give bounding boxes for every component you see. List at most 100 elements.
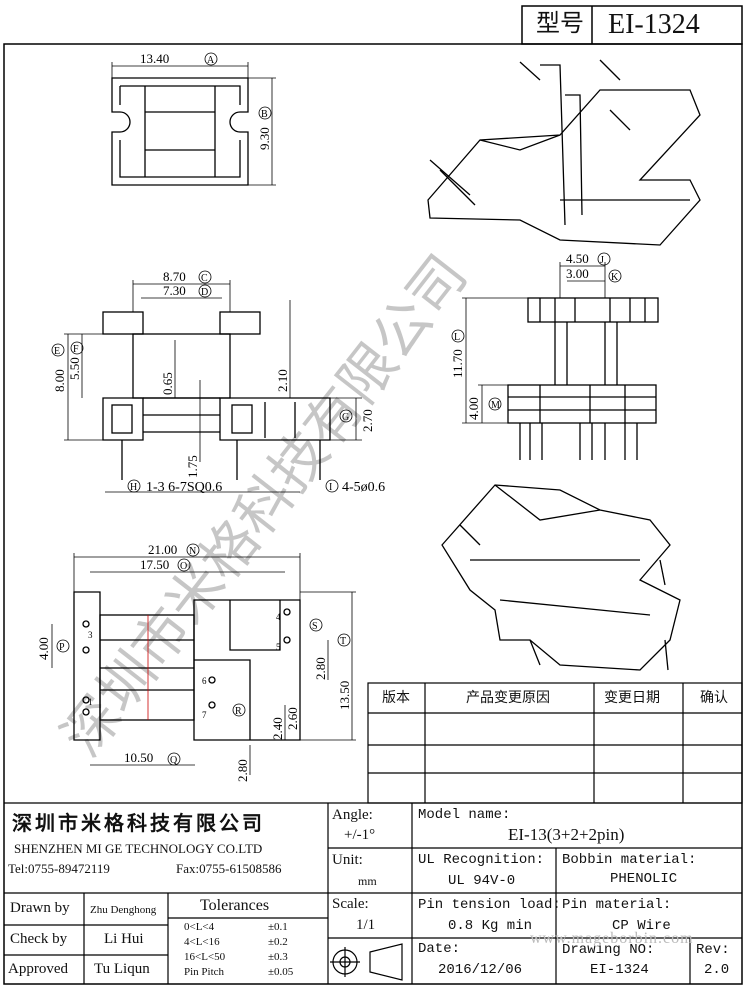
scale-value: 1/1 — [356, 917, 376, 933]
ul-value: UL 94V-0 — [448, 873, 516, 889]
company-name-en: SHENZHEN MI GE TECHNOLOGY CO.LTD — [14, 841, 263, 856]
dim-e-tag: E — [54, 346, 60, 357]
dim-j-tag: J — [600, 255, 604, 266]
pin-label-1: 1 — [88, 697, 93, 707]
dim-n-tag: N — [189, 546, 196, 557]
dim-p-tag-circle — [56, 639, 70, 653]
dim-i-tag: I — [329, 482, 332, 493]
dim-t-tag-circle — [337, 633, 351, 647]
dim-o-value: 17.50 — [140, 557, 169, 572]
drawn-by-label: Drawn by — [10, 900, 70, 916]
dim-r-tag-circle — [232, 703, 246, 717]
dim-n-tag-circle — [186, 543, 200, 557]
dim-2-80-upper: 2.80 — [313, 657, 328, 680]
dim-l-tag-circle — [451, 329, 465, 343]
check-by-value: Li Hui — [104, 931, 144, 947]
sheet-frame — [3, 43, 743, 985]
dim-i-text: 4-5ø0.6 — [342, 480, 385, 495]
dim-s-tag-circle — [309, 618, 323, 632]
pin-label-4: 4 — [276, 612, 281, 622]
top-view — [111, 62, 276, 186]
angle-value: +/-1° — [344, 827, 376, 843]
dim-t-tag: T — [340, 636, 346, 647]
dim-h-tag-circle — [127, 479, 141, 493]
dim-o-tag: O — [180, 561, 187, 572]
approved-label: Approved — [8, 961, 68, 977]
dim-c-tag-circle — [198, 270, 212, 284]
unit-label: Unit: — [332, 852, 363, 868]
dim-g-value: 2.70 — [360, 409, 375, 432]
dim-d-tag-circle — [198, 284, 212, 298]
pin-label-3: 3 — [88, 630, 93, 640]
dim-r-tag: R — [235, 706, 242, 717]
dim-l-value: 11.70 — [450, 349, 465, 378]
company-tel: Tel:0755-89472119 — [8, 861, 110, 876]
dim-j-tag-circle — [597, 252, 611, 266]
dim-e-value: 8.00 — [52, 369, 67, 392]
dim-f-value: 5.50 — [67, 357, 82, 380]
dim-h-text: 1-3 6-7SQ0.6 — [146, 480, 222, 495]
date-value: 2016/12/06 — [438, 962, 523, 978]
dim-c-value: 8.70 — [163, 269, 186, 284]
pin-numbers: 3 1 4 5 6 7 — [88, 612, 281, 720]
unit-value: mm — [358, 874, 377, 888]
dim-a-value: 13.40 — [140, 51, 169, 66]
dim-i-tag-circle — [325, 479, 339, 493]
model-label: 型号 — [536, 11, 584, 37]
pin-material-value: CP Wire — [612, 918, 671, 934]
tol-value-1: ±0.1 — [268, 921, 288, 933]
tol-value-4: ±0.05 — [268, 966, 294, 978]
side-view — [462, 262, 659, 460]
model-name-value: EI-13(3+2+2pin) — [508, 825, 625, 844]
approved-value: Tu Liqun — [94, 961, 150, 977]
dim-s-tag: S — [312, 621, 318, 632]
dim-g-tag: G — [342, 412, 349, 423]
dim-d-value: 7.30 — [163, 283, 186, 298]
dim-l-tag: L — [454, 332, 460, 343]
dim-p-value: 4.00 — [36, 637, 51, 660]
dim-a-tag: A — [207, 55, 215, 66]
dim-k-tag: K — [611, 272, 619, 283]
rev-header-version: 版本 — [382, 691, 410, 706]
tol-range-4: Pin Pitch — [184, 966, 225, 978]
iso-view-top — [427, 59, 701, 246]
drawn-by-value: Zhu Denghong — [90, 904, 157, 916]
rev-label: Rev: — [696, 942, 730, 958]
revision-table — [367, 682, 743, 804]
rev-value: 2.0 — [704, 962, 730, 978]
dim-p-tag: P — [59, 642, 65, 653]
drawing-no-label: Drawing NO: — [562, 942, 655, 958]
tol-range-2: 4<L<16 — [184, 936, 220, 948]
website-watermark: www.mageborbin.com — [530, 930, 694, 947]
pin-label-7: 7 — [202, 710, 207, 720]
dim-f-tag-circle — [70, 341, 84, 355]
dim-g-tag-circle — [339, 409, 353, 423]
dim-q-tag-circle — [167, 752, 181, 766]
bobbin-value: PHENOLIC — [610, 871, 678, 887]
dim-2-40: 2.40 — [270, 717, 285, 740]
angle-label: Angle: — [332, 807, 373, 823]
company-name-cn: 深圳市米格科技有限公司 — [12, 813, 265, 835]
dim-m-value: 4.00 — [466, 397, 481, 420]
iso-view-bottom — [441, 484, 681, 671]
pin-tension-value: 0.8 Kg min — [448, 918, 533, 934]
dim-q-value: 10.50 — [124, 750, 153, 765]
pin-label-5: 5 — [276, 642, 281, 652]
dim-0-65-value: 0.65 — [160, 372, 175, 395]
model-value: EI-1324 — [608, 9, 700, 40]
dim-b-tag: B — [261, 109, 268, 120]
dim-q-tag: Q — [170, 755, 178, 766]
rev-header-date: 变更日期 — [604, 691, 660, 706]
title-block-grid — [4, 802, 742, 984]
scale-label: Scale: — [332, 896, 369, 912]
dim-2-60: 2.60 — [285, 707, 300, 730]
dim-k-tag-circle — [608, 269, 622, 283]
dim-o-tag-circle — [177, 558, 191, 572]
dim-2-10-value: 2.10 — [275, 369, 290, 392]
dim-n-value: 21.00 — [148, 542, 177, 557]
pin-material-label: Pin material: — [562, 897, 672, 913]
pin-label-6: 6 — [202, 676, 207, 686]
front-view — [64, 280, 362, 493]
dim-b-value: 9.30 — [257, 127, 272, 150]
dim-a-tag-circle — [204, 52, 218, 66]
